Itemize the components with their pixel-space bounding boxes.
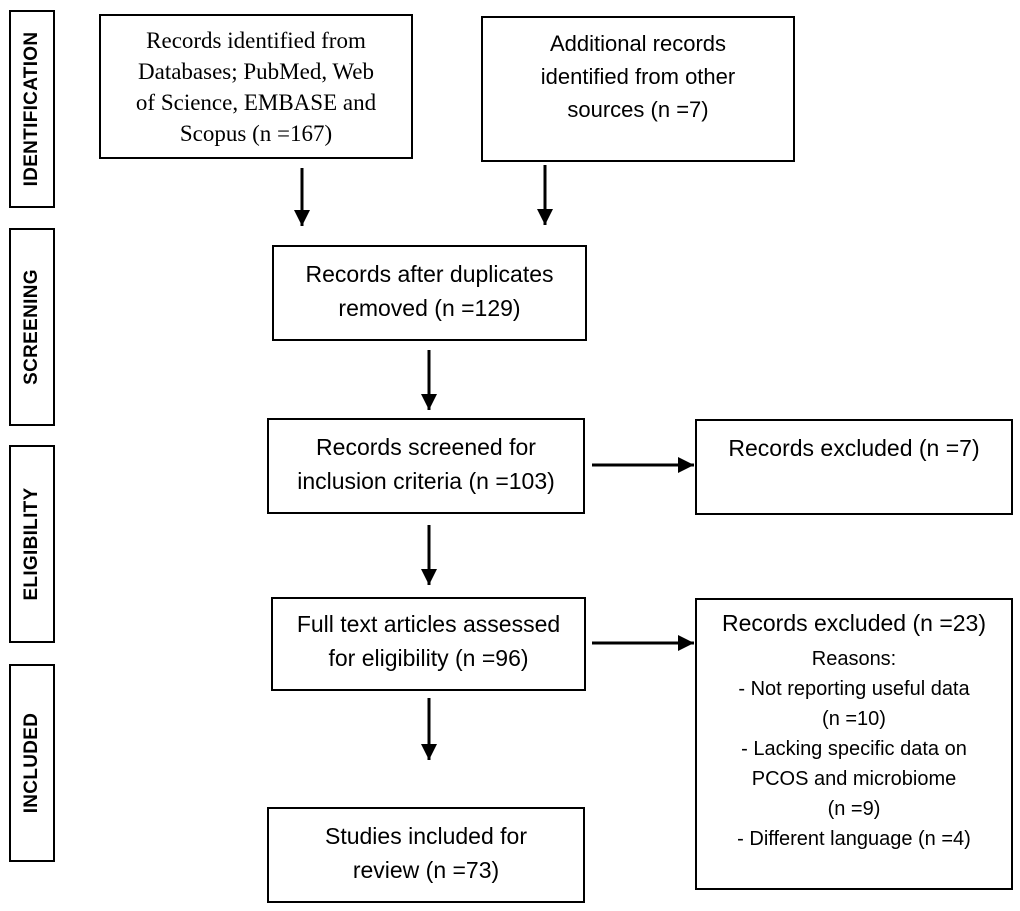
stage-label-included: INCLUDED: [9, 664, 55, 862]
reason-line-2: (n =10): [822, 708, 886, 730]
box-records-screened-line1: Records screened for: [316, 434, 536, 460]
arrowhead-duplicates-to-screened: [421, 394, 437, 410]
stage-label-eligibility: ELIGIBILITY: [9, 445, 55, 643]
box-records-excluded-full-text-title: Records excluded (n =23): [721, 610, 986, 636]
box-full-text-assessed-line2: for eligibility (n =96): [328, 645, 529, 671]
box-other-sources-line1: Additional records: [549, 31, 727, 56]
reason-line-3: - Lacking specific data on: [741, 738, 967, 760]
box-studies-included: Studies included for review (n =73): [267, 807, 585, 903]
reasons-label: Reasons:: [811, 648, 897, 670]
reason-line-4: PCOS and microbiome: [751, 768, 957, 790]
box-duplicates-removed-line1: Records after duplicates: [305, 261, 554, 287]
box-records-excluded-full-text: Records excluded (n =23) Reasons: - Not …: [695, 598, 1013, 890]
reason-line-1: - Not reporting useful data: [738, 678, 970, 700]
arrowhead-fulltext-to-included: [421, 744, 437, 760]
box-database-records-line3: of Science, EMBASE and: [135, 90, 377, 115]
box-records-excluded-screening: Records excluded (n =7): [695, 419, 1013, 515]
arrowhead-screened-to-fulltext: [421, 569, 437, 585]
box-duplicates-removed-line2: removed (n =129): [338, 295, 521, 321]
box-records-excluded-screening-line1: Records excluded (n =7): [728, 435, 980, 461]
box-database-records-line4: Scopus (n =167): [179, 121, 333, 146]
box-database-records: Records identified from Databases; PubMe…: [99, 14, 413, 159]
box-studies-included-line2: review (n =73): [352, 857, 500, 883]
stage-label-identification: IDENTIFICATION: [9, 10, 55, 208]
box-full-text-assessed: Full text articles assessed for eligibil…: [271, 597, 586, 691]
reason-line-6: - Different language (n =4): [737, 828, 971, 850]
box-duplicates-removed: Records after duplicates removed (n =129…: [272, 245, 587, 341]
arrowhead-screened-to-excluded: [678, 457, 694, 473]
box-database-records-line1: Records identified from: [146, 28, 366, 53]
box-records-screened: Records screened for inclusion criteria …: [267, 418, 585, 514]
stage-label-screening: SCREENING: [9, 228, 55, 426]
box-other-sources: Additional records identified from other…: [481, 16, 795, 162]
box-records-screened-line2: inclusion criteria (n =103): [297, 468, 555, 494]
reason-line-5: (n =9): [827, 798, 881, 820]
arrowhead-databases-to-duplicates: [294, 210, 310, 226]
box-full-text-assessed-line1: Full text articles assessed: [296, 611, 561, 637]
box-other-sources-line3: sources (n =7): [567, 97, 709, 122]
arrowhead-other-to-duplicates: [537, 209, 553, 225]
box-database-records-line2: Databases; PubMed, Web: [138, 59, 374, 84]
box-other-sources-line2: identified from other: [540, 64, 736, 89]
box-studies-included-line1: Studies included for: [324, 823, 527, 849]
arrowhead-fulltext-to-excluded: [678, 635, 694, 651]
